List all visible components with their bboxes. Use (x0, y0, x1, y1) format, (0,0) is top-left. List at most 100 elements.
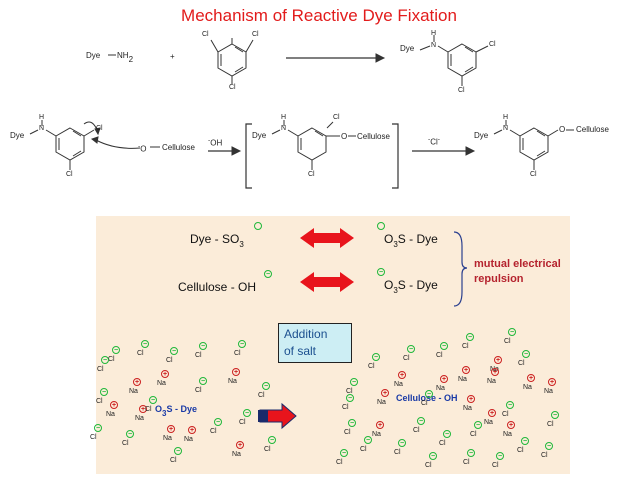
chloride-anion-icon: − (425, 390, 433, 398)
chloride-label: Cl (264, 446, 271, 453)
dye-molecule-label: O3S - Dye (155, 404, 197, 418)
n-atom: N (431, 42, 437, 49)
chloride-anion-icon: − (346, 394, 354, 402)
anion-charge (377, 222, 385, 230)
chloride-label: Cl (239, 419, 246, 426)
chloride-label: Cl (504, 338, 511, 345)
sodium-label: Na (463, 405, 472, 412)
sodium-cation-icon: + (161, 370, 169, 378)
chloride-label: Cl (234, 350, 241, 357)
chloride-anion-icon: − (364, 436, 372, 444)
bracket-right (392, 123, 399, 189)
chloride-anion-icon: − (508, 328, 516, 336)
cellulose-oh-label: Cellulose - OH (178, 280, 257, 294)
chloride-anion-icon: − (348, 419, 356, 427)
product-o: O (559, 125, 566, 134)
chloride-label: Cl (463, 459, 470, 466)
chloride-label: Cl (502, 411, 509, 418)
leaving-group-label: -Cl- (428, 136, 440, 147)
chloride-label: Cl (344, 429, 351, 436)
chloride-label: Cl (492, 462, 499, 469)
cellulose-molecule-label: Cellulose - OH (396, 393, 458, 403)
anion-charge: − (377, 268, 385, 276)
chloride-label: Cl (368, 363, 375, 370)
sodium-cation-icon: + (167, 425, 175, 433)
sodium-label: Na (484, 419, 493, 426)
sodium-label: Na (232, 451, 241, 458)
chloride-anion-icon: − (101, 356, 109, 364)
chloride-label: Cl (413, 427, 420, 434)
cellulose-label: Cellulose (162, 143, 195, 152)
n-atom: N (39, 125, 45, 132)
sodium-cation-icon: + (494, 356, 502, 364)
chloride-label: Cl (108, 356, 115, 363)
chloride-anion-icon: − (467, 449, 475, 457)
dye-label: Dye (10, 131, 25, 140)
cl-atom: Cl (252, 31, 259, 38)
chloride-anion-icon: − (199, 342, 207, 350)
sodium-label: Na (163, 435, 172, 442)
n-atom: N (281, 125, 287, 132)
sodium-cation-icon: + (232, 368, 240, 376)
sodium-label: Na (228, 378, 237, 385)
dye-so3-right: O3S - Dye (384, 232, 438, 249)
sodium-cation-icon: + (188, 426, 196, 434)
sodium-label: Na (135, 415, 144, 422)
chloride-label: Cl (470, 431, 477, 438)
sodium-label: Na (523, 384, 532, 391)
n-atom: N (503, 125, 509, 132)
chloride-anion-icon: − (522, 350, 530, 358)
intermediate-o: O (341, 132, 348, 141)
anion-charge: − (264, 270, 272, 278)
chloride-label: Cl (336, 459, 343, 466)
chloride-anion-icon: − (466, 333, 474, 341)
chloride-label: Cl (97, 366, 104, 373)
dye-so3-left: Dye - SO3 (190, 232, 244, 249)
cl-atom: Cl (489, 41, 496, 48)
chloride-anion-icon: − (100, 388, 108, 396)
sodium-label: Na (129, 388, 138, 395)
chloride-anion-icon: − (149, 396, 157, 404)
product-dye-label: Dye (474, 131, 489, 140)
sodium-label: Na (544, 388, 553, 395)
chloride-label: Cl (439, 440, 446, 447)
chloride-label: Cl (210, 428, 217, 435)
chloride-label: Cl (541, 452, 548, 459)
reaction-scheme (29, 35, 574, 189)
chloride-anion-icon: − (94, 424, 102, 432)
intermediate-cellulose: Cellulose (357, 132, 390, 141)
chloride-anion-icon: − (199, 377, 207, 385)
attack-arrow-1 (83, 121, 98, 131)
sodium-label: Na (184, 436, 193, 443)
cl-atom: Cl (333, 114, 340, 121)
chloride-anion-icon: − (551, 411, 559, 419)
chloride-label: Cl (170, 457, 177, 464)
sodium-label: Na (487, 378, 496, 385)
cl-atom: Cl (202, 31, 209, 38)
sodium-cation-icon: + (381, 389, 389, 397)
chloride-label: Cl (122, 440, 129, 447)
sodium-cation-icon: + (462, 366, 470, 374)
intermediate-dye-label: Dye (252, 131, 267, 140)
chloride-anion-icon: − (443, 430, 451, 438)
chloride-label: Cl (462, 343, 469, 350)
sodium-label: Na (106, 411, 115, 418)
chloride-anion-icon: − (474, 421, 482, 429)
chloride-label: Cl (436, 352, 443, 359)
sodium-cation-icon: + (467, 395, 475, 403)
chloride-label: Cl (258, 392, 265, 399)
hydroxide-label: -OH (208, 137, 223, 148)
sodium-cation-icon: + (110, 401, 118, 409)
cl-atom: Cl (530, 171, 537, 178)
chloride-label: Cl (166, 357, 173, 364)
chloride-label: Cl (137, 350, 144, 357)
sodium-cation-icon: + (376, 421, 384, 429)
chloride-label: Cl (517, 447, 524, 454)
chloride-anion-icon: − (141, 340, 149, 348)
chloride-anion-icon: − (440, 342, 448, 350)
attack-arrow-2 (95, 139, 141, 149)
sodium-cation-icon: + (440, 375, 448, 383)
chloride-label: Cl (195, 352, 202, 359)
sodium-label: Na (377, 399, 386, 406)
chloride-label: Cl (425, 462, 432, 469)
